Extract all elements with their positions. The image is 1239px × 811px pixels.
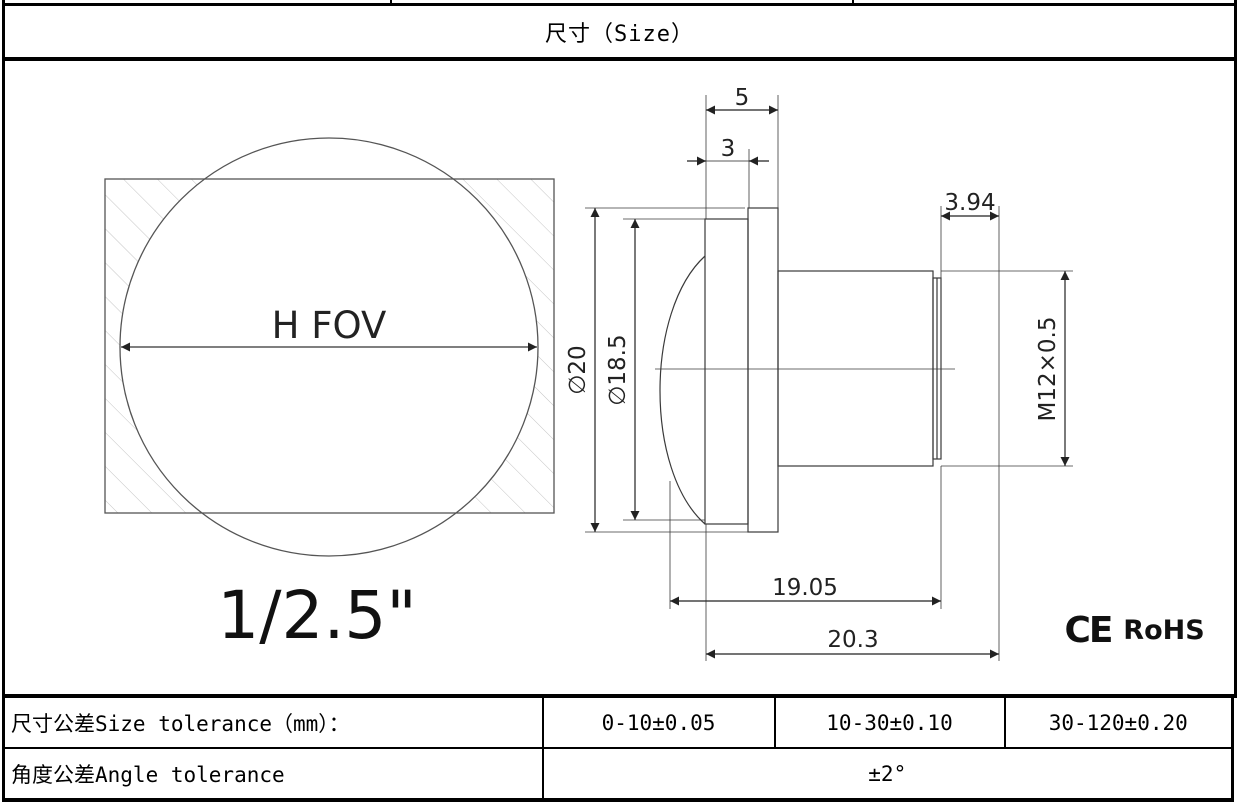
dim-d185-label: ∅18.5 [605,334,631,405]
ce-mark: CE [1064,610,1111,651]
table-divider [852,0,854,3]
sensor-view: H FOV 1/2.5" [104,137,555,654]
dim-3-label: 3 [721,136,736,162]
table-divider [390,0,392,3]
lens-dome [659,255,706,525]
size-title: 尺寸（Size） [545,21,694,47]
top-table-edge [2,0,1237,6]
sensor-format-label: 1/2.5" [217,577,417,654]
size-header: 尺寸（Size） [2,6,1237,61]
dim-203-label: 20.3 [827,627,878,653]
size-tolerance-label: 尺寸公差Size tolerance（mm）： [2,698,544,749]
lens-flange [747,207,779,533]
size-tolerance-value: 10-30±0.10 [773,698,1006,749]
lens-side-view [585,95,1073,661]
table-row: 角度公差Angle tolerance ±2° [2,747,1234,802]
size-tolerance-value: 30-120±0.20 [1003,698,1234,749]
hfov-label: H FOV [272,304,387,347]
dim-394-label: 3.94 [944,190,995,216]
lens-barrel [777,270,934,467]
image-circle [119,137,539,557]
certification-marks: CE RoHS [1064,610,1204,651]
sensor-rect [104,178,555,514]
angle-tolerance-value: ±2° [541,747,1234,802]
size-tolerance-value: 0-10±0.05 [541,698,776,749]
dim-thread-label: M12×0.5 [1035,317,1061,422]
dim-d20-label: ∅20 [565,345,591,394]
drawing-area: H FOV 1/2.5" [2,61,1237,698]
table-row: 尺寸公差Size tolerance（mm）： 0-10±0.05 10-30±… [2,698,1234,749]
rohs-mark: RoHS [1123,615,1204,646]
lens-body-front [704,218,749,525]
angle-tolerance-label: 角度公差Angle tolerance [2,747,544,802]
lens-drawing: H FOV 1/2.5" [104,85,1205,661]
dim-5-label: 5 [735,85,750,111]
dim-1905-label: 19.05 [772,575,838,601]
tolerance-table: 尺寸公差Size tolerance（mm）： 0-10±0.05 10-30±… [2,698,1234,802]
